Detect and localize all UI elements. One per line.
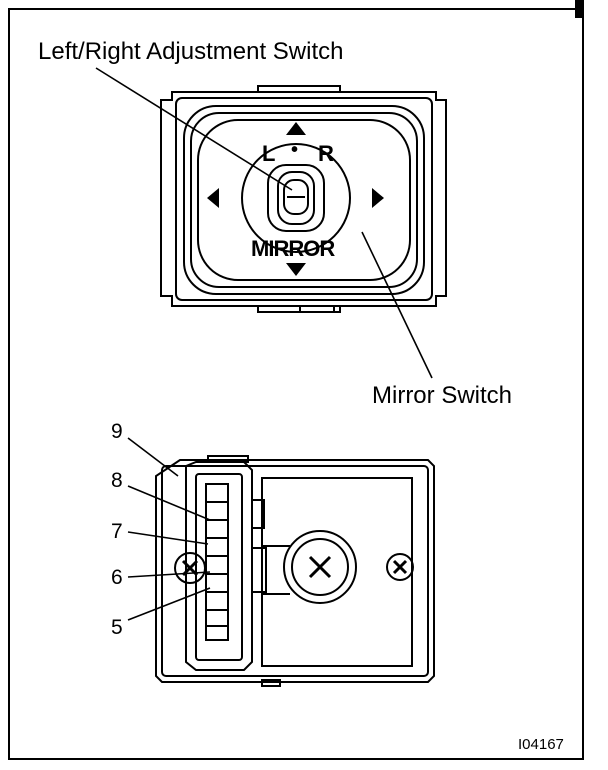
lr-selector-lever [283, 179, 309, 215]
arrow-down-icon [286, 263, 306, 276]
mirror-switch-front-view [160, 85, 447, 313]
pin-label-6: 6 [111, 566, 123, 589]
pin-label-7: 7 [111, 520, 123, 543]
screw-crosses [181, 555, 408, 579]
terminal-block-inner [195, 473, 243, 661]
frame-corner-mark [575, 0, 584, 18]
figure-code: I04167 [518, 736, 564, 753]
bezel-outer [183, 105, 425, 295]
connector-housing-outer [155, 459, 435, 683]
switch-right-letter: R [318, 141, 334, 166]
knob-face [197, 119, 411, 281]
mirror-switch-label: Mirror Switch [372, 382, 513, 409]
switch-outer-housing [160, 91, 447, 307]
arrow-left-icon [207, 188, 219, 208]
leader-pin-9 [127, 437, 179, 477]
top-latch [257, 85, 341, 92]
pin-label-8: 8 [111, 469, 123, 492]
switch-center-dot: • [291, 139, 299, 161]
leader-pin-5 [127, 587, 211, 621]
terminal-pins [206, 501, 228, 627]
lr-selector-outer [267, 164, 325, 232]
switch-mirror-text: MIRROR [251, 236, 335, 261]
connector-bottom-tab [261, 679, 281, 687]
leader-pin-7 [127, 531, 209, 545]
adjustment-switch-label: Left/Right Adjustment Switch [38, 38, 344, 65]
screw-center-flange [283, 530, 357, 604]
bottom-tab [299, 305, 335, 313]
switch-left-letter: L [262, 141, 276, 166]
screw-right-head [386, 553, 414, 581]
bezel-inner [190, 112, 418, 288]
terminal-block-outer [185, 461, 253, 671]
latch-upper [251, 499, 265, 529]
direction-arrows [207, 122, 384, 276]
arrow-right-icon [372, 188, 384, 208]
latch-lower [251, 547, 267, 593]
leader-pin-8 [127, 485, 211, 521]
connector-rear-view [155, 455, 435, 687]
connector-housing-inner [161, 465, 429, 677]
lr-selector-inner [277, 171, 315, 225]
leader-lines [95, 67, 433, 621]
pin-label-9: 9 [111, 420, 123, 443]
figure-frame [8, 8, 584, 760]
arrow-up-icon [286, 122, 306, 135]
screw-left-head [174, 552, 206, 584]
leader-pin-6 [127, 571, 211, 578]
leader-adjustment-switch [95, 67, 293, 191]
leader-mirror-switch [361, 231, 433, 379]
switch-housing-inner-edge [175, 97, 433, 301]
terminal-strip [205, 483, 229, 641]
pin-label-5: 5 [111, 616, 123, 639]
knob-ring [241, 143, 351, 253]
screw-center-head [291, 538, 349, 596]
